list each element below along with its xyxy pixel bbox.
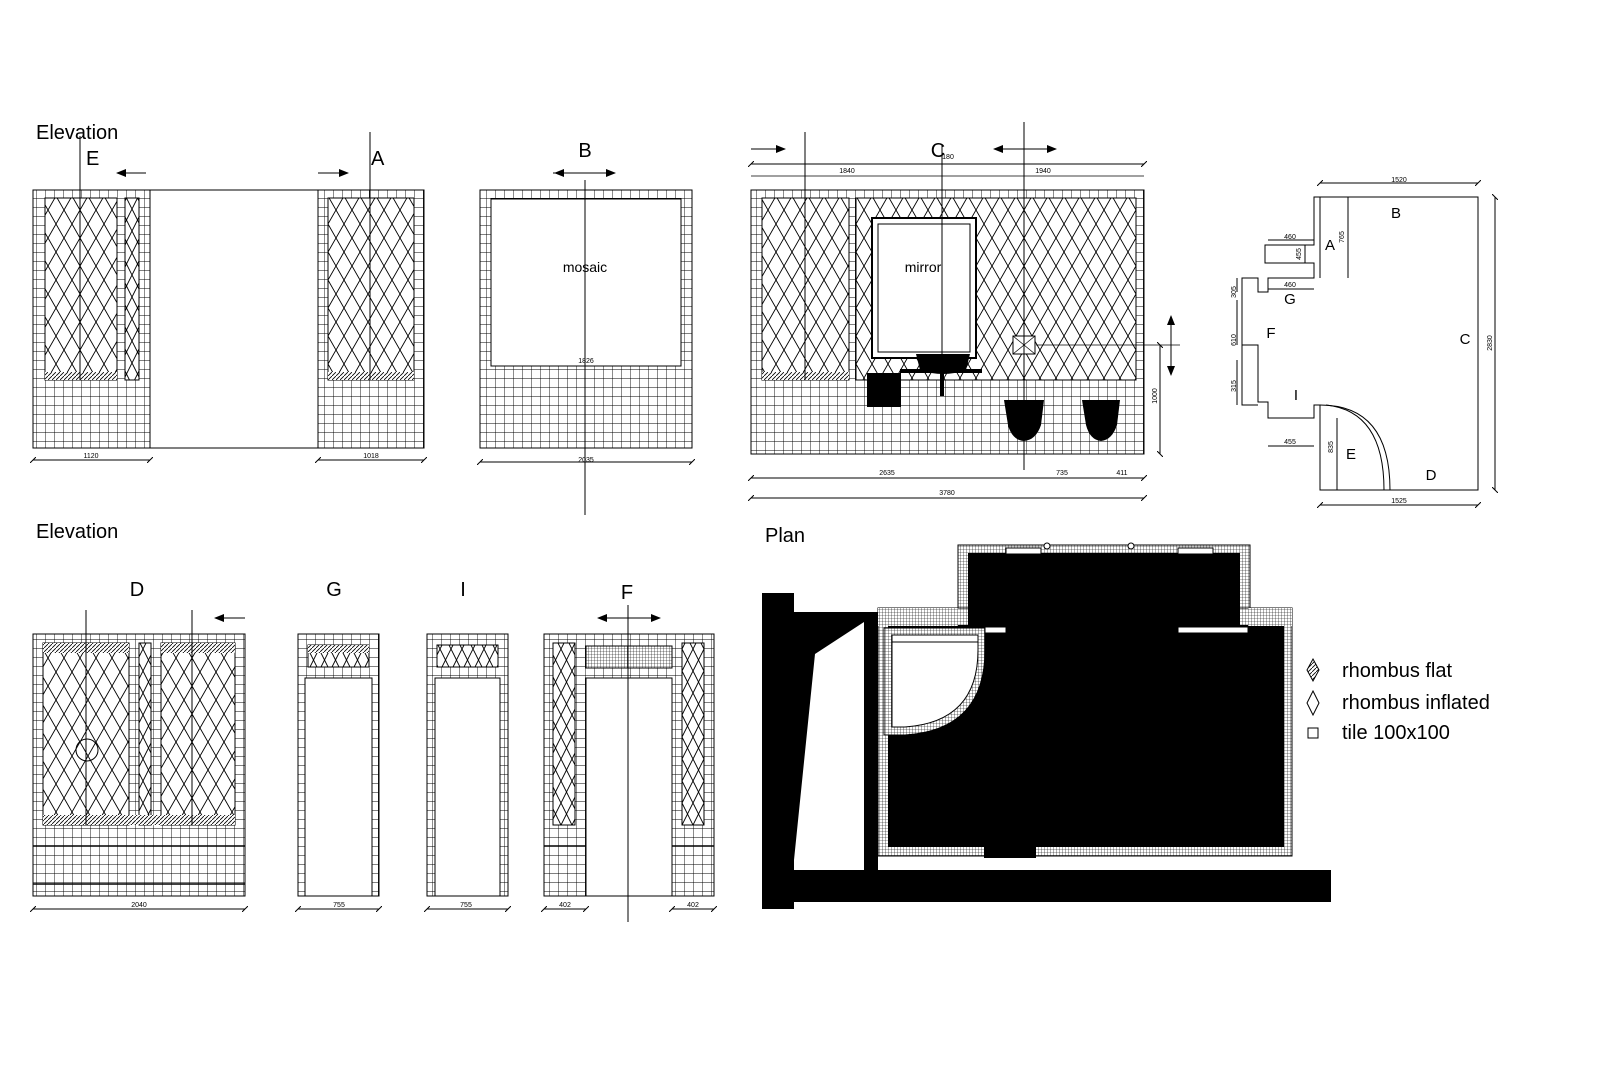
key-label-b: B xyxy=(1391,205,1401,222)
legend-item-tile: tile 100x100 xyxy=(1307,722,1450,744)
key-label-f: F xyxy=(1266,325,1275,342)
legend-label-rhombus-flat: rhombus flat xyxy=(1342,660,1452,682)
key-dim-610: 610 xyxy=(1231,334,1238,346)
view-label-a: A xyxy=(371,148,385,170)
dim-2035: 2035 xyxy=(578,457,594,464)
key-dim-i-455: 455 xyxy=(1284,439,1296,446)
elevation-g: G 755 xyxy=(298,579,379,909)
key-dim-765: 765 xyxy=(1339,231,1346,243)
dim-2635: 2635 xyxy=(879,470,895,477)
view-label-b: B xyxy=(578,140,591,162)
key-dim-305: 305 xyxy=(1231,286,1238,298)
key-dim-1525: 1525 xyxy=(1391,498,1407,505)
dim-f-right: 402 xyxy=(687,902,699,909)
dim-735: 735 xyxy=(1056,470,1068,477)
dim-i-755: 755 xyxy=(460,902,472,909)
view-label-i: I xyxy=(460,579,466,601)
key-label-d: D xyxy=(1426,467,1437,484)
plan-title: Plan xyxy=(765,525,805,547)
key-label-i: I xyxy=(1294,387,1298,404)
key-plan xyxy=(1236,183,1495,505)
legend-item-rhombus-flat: rhombus flat xyxy=(1306,657,1452,683)
elevation-top-title: Elevation xyxy=(36,122,118,144)
dim-1000: 1000 xyxy=(1152,388,1159,404)
mosaic-label: mosaic xyxy=(563,259,607,275)
dim-g-755: 755 xyxy=(333,902,345,909)
legend-label-tile: tile 100x100 xyxy=(1342,722,1450,744)
key-label-e: E xyxy=(1346,446,1356,463)
view-label-d: D xyxy=(130,579,144,601)
dim-3780: 3780 xyxy=(939,490,955,497)
key-dim-835: 835 xyxy=(1328,441,1335,453)
key-plan-labels: B A C G F I E D 1520 1525 2830 460 455 7… xyxy=(1231,177,1494,505)
elevation-ea: E A 1120 1018 xyxy=(33,132,424,460)
dim-1840: 1840 xyxy=(839,168,855,175)
legend: rhombus flat rhombus inflated tile 100x1… xyxy=(1306,657,1490,744)
view-label-g: G xyxy=(326,579,342,601)
elevation-f: F 402 402 xyxy=(544,582,714,922)
tile-square-icon xyxy=(1307,727,1319,739)
dim-1120: 1120 xyxy=(83,453,98,460)
legend-label-rhombus-inflated: rhombus inflated xyxy=(1342,692,1490,714)
rhombus-flat-icon xyxy=(1306,657,1320,683)
legend-item-rhombus-inflated: rhombus inflated xyxy=(1306,689,1490,717)
view-label-e: E xyxy=(86,148,99,170)
key-label-a: A xyxy=(1325,237,1335,254)
dim-f-left: 402 xyxy=(559,902,571,909)
view-label-f: F xyxy=(621,582,633,604)
dim-2040: 2040 xyxy=(131,902,147,909)
rhombus-inflated-icon xyxy=(1306,689,1320,717)
dim-1826: 1826 xyxy=(578,358,594,365)
elevation-bottom-title: Elevation xyxy=(36,521,118,543)
key-dim-2830: 2830 xyxy=(1487,335,1494,351)
view-label-c: C xyxy=(931,140,945,162)
elevation-c: mirror C 180 1840 1940 1000 2635 735 411… xyxy=(751,122,1180,498)
mirror-label: mirror xyxy=(905,259,942,275)
key-label-g: G xyxy=(1284,291,1296,308)
key-dim-315: 315 xyxy=(1231,380,1238,392)
floor-plan xyxy=(762,542,1331,909)
dim-180: 180 xyxy=(942,154,954,161)
elevation-d: D 2040 xyxy=(33,579,245,909)
key-dim-a-455: 455 xyxy=(1296,248,1303,260)
dim-411: 411 xyxy=(1116,470,1127,477)
cabinet xyxy=(867,373,901,407)
elevation-i: I 755 xyxy=(427,579,508,909)
key-dim-g-460: 460 xyxy=(1284,282,1296,289)
key-dim-1520: 1520 xyxy=(1391,177,1407,184)
elevation-b: B mosaic 1826 2035 xyxy=(480,140,692,515)
key-label-c: C xyxy=(1460,331,1471,348)
key-dim-a-460: 460 xyxy=(1284,234,1296,241)
dim-1018: 1018 xyxy=(363,453,379,460)
dim-1940: 1940 xyxy=(1035,168,1051,175)
bidet xyxy=(1082,400,1120,441)
